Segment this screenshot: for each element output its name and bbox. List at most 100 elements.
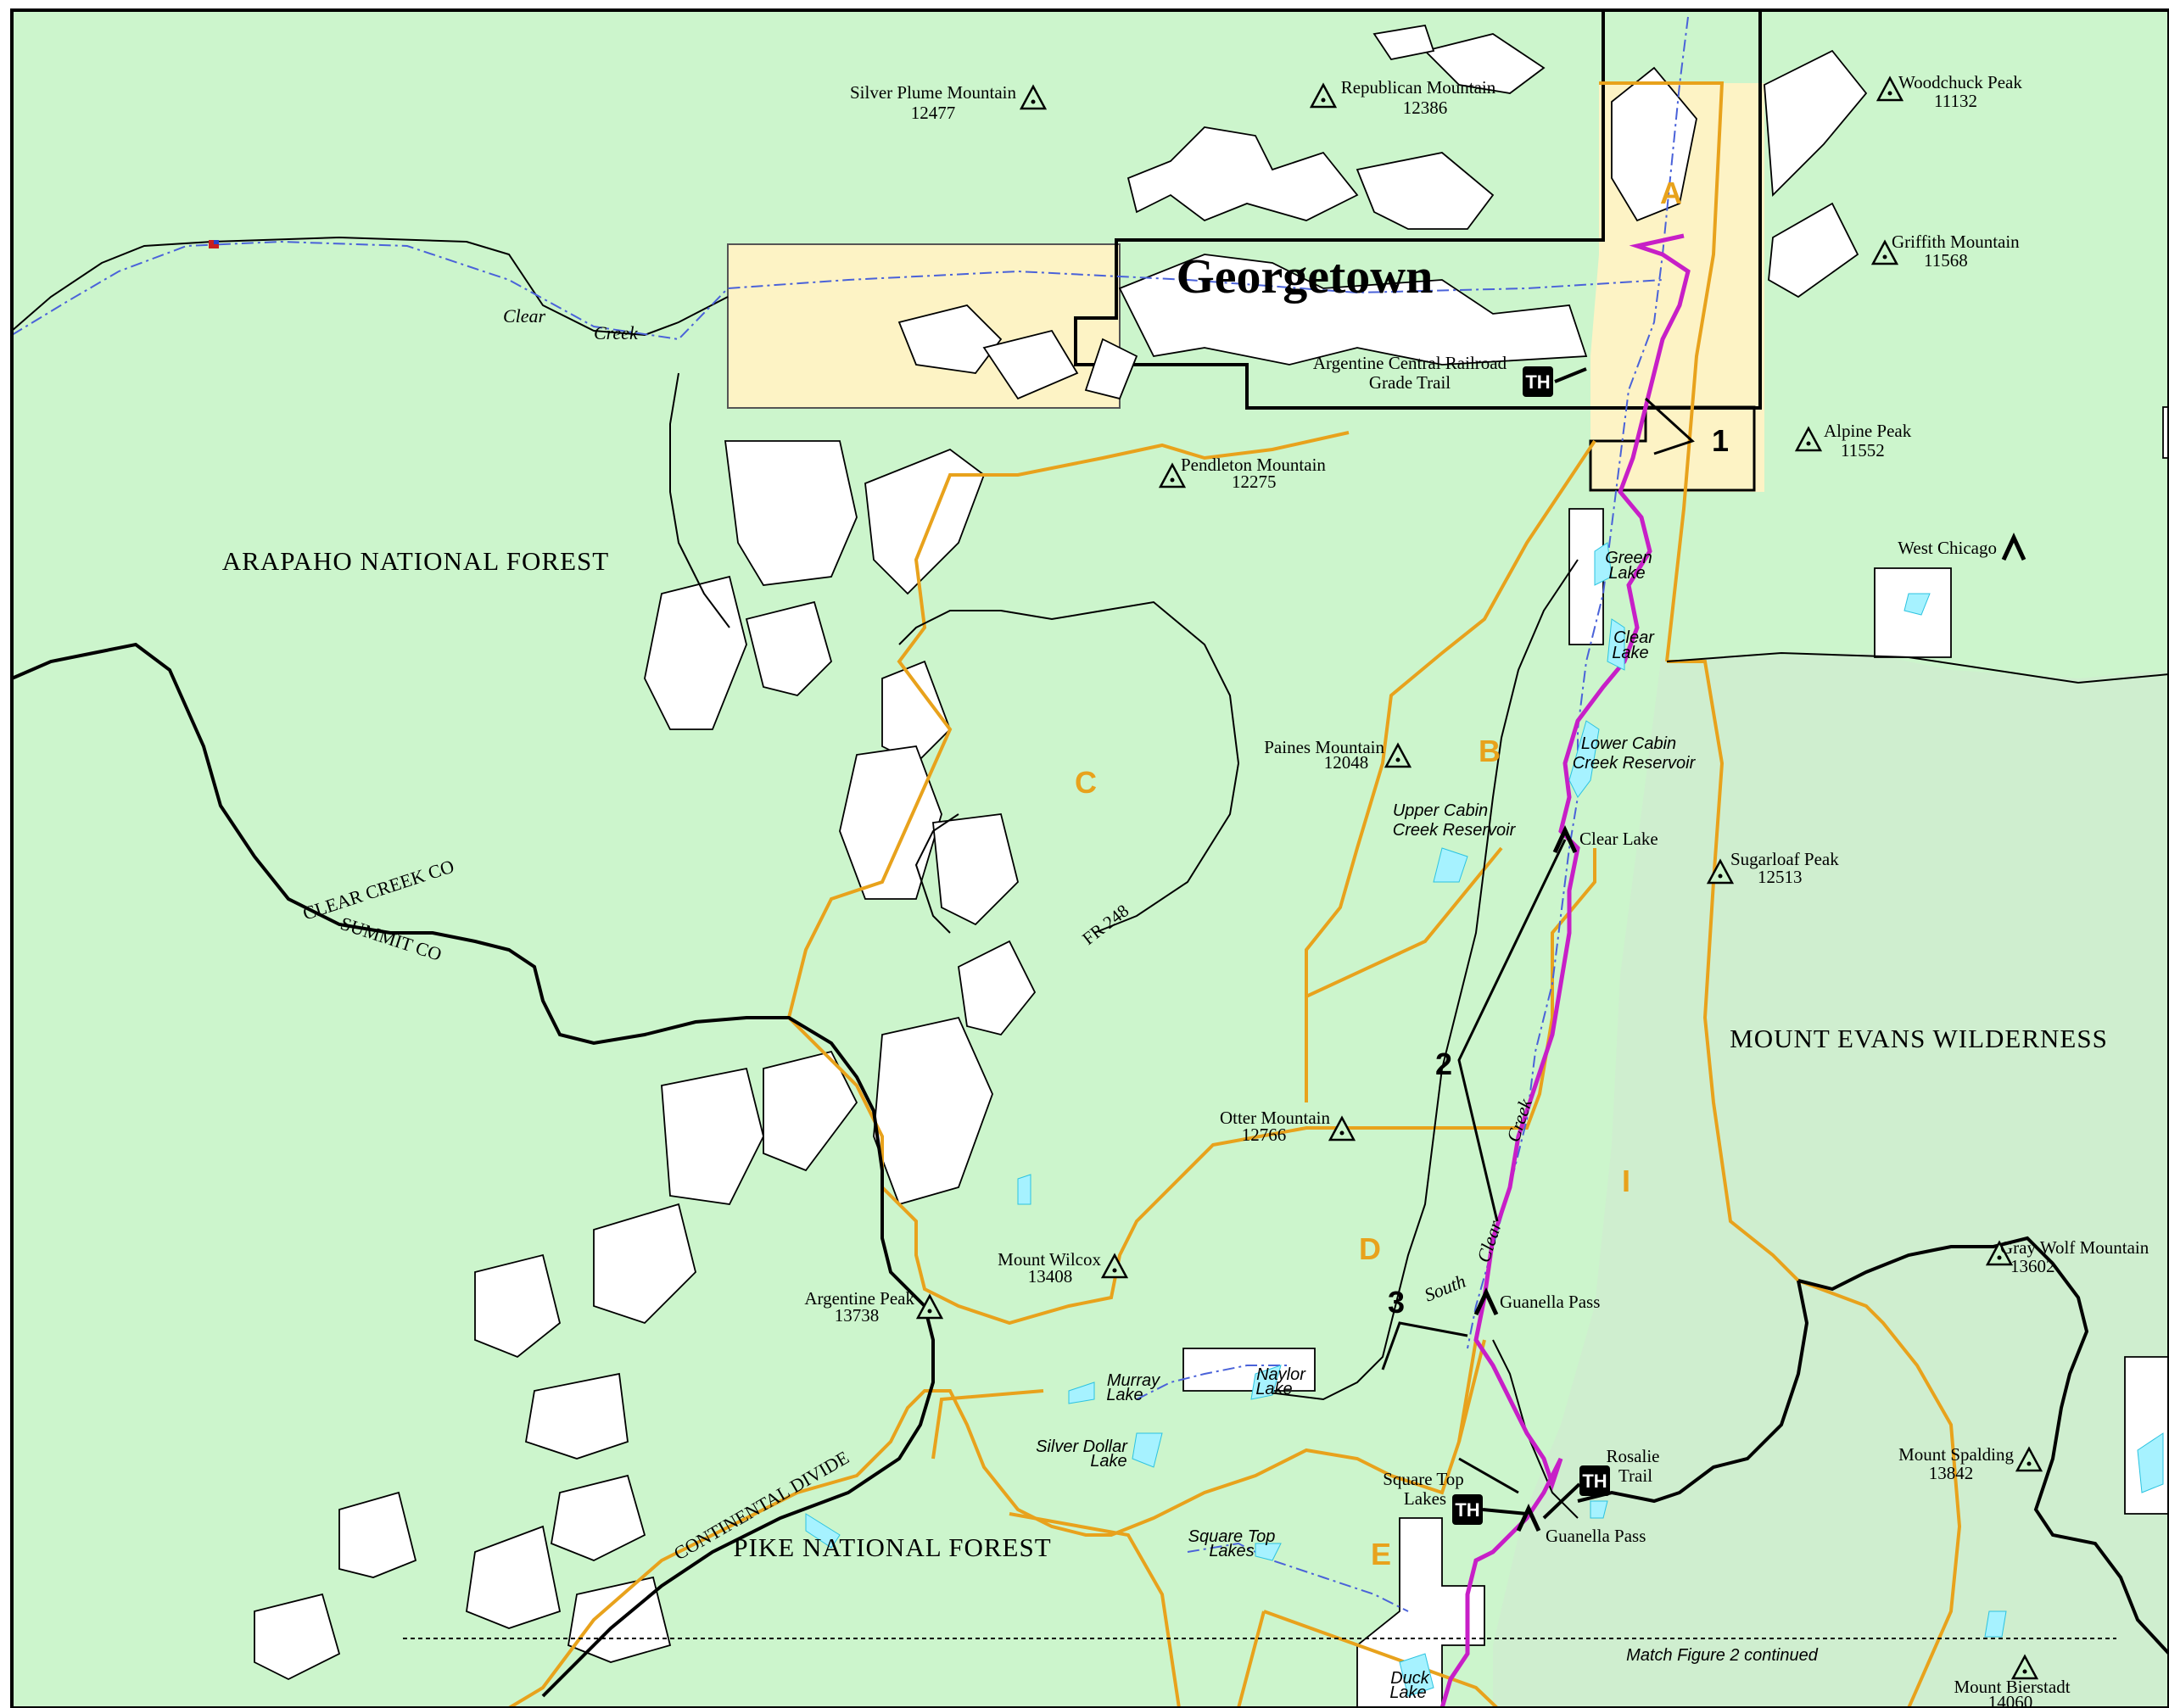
trailhead-label: Rosalie (1607, 1446, 1660, 1466)
peak-symbols (915, 75, 2043, 1680)
peak-icon (1309, 82, 1338, 109)
svg-text:TH: TH (1582, 1471, 1607, 1492)
lake-label: Lake (1608, 564, 1645, 583)
peak-label: Silver Plume Mountain (850, 82, 1016, 103)
campground-label-guanella-pass: Guanella Pass (1500, 1292, 1600, 1312)
callout-3: 3 (1388, 1285, 1405, 1320)
area-letter-i: I (1622, 1164, 1630, 1198)
peak-label: Woodchuck Peak (1898, 72, 2022, 92)
callout-2: 2 (1435, 1047, 1452, 1081)
lake-label: Lake (1389, 1683, 1426, 1702)
lake-label: Murray (1107, 1371, 1160, 1390)
peak-icon (1876, 75, 1904, 102)
peak-label: Alpine Peak (1824, 421, 1912, 441)
peak-label: Mount Spalding (1898, 1444, 2014, 1465)
trailhead-icon (1452, 1494, 1483, 1525)
lake-label: Lake (1612, 644, 1648, 662)
peak-elevation: 11568 (1924, 250, 1968, 271)
parcel-boundary (1589, 405, 1756, 492)
lake-label: Lower Cabin (1581, 734, 1676, 753)
peak-icon (1985, 1240, 2014, 1266)
peak-icon (1100, 1253, 1129, 1279)
trailhead-arrow (1554, 367, 1587, 383)
trailhead-symbols: TH TH TH (1452, 366, 1610, 1525)
peak-label: Argentine Peak (804, 1288, 914, 1309)
peak-label: Republican Mountain (1341, 77, 1496, 98)
peak-icon (1158, 462, 1187, 488)
forest-label-arapaho: ARAPAHO NATIONAL FOREST (222, 546, 609, 576)
creek-label-clear: Clear (503, 305, 546, 327)
peak-label: Griffith Mountain (1892, 232, 2020, 252)
lake-label: Green (1605, 549, 1652, 567)
trailhead-arrow (1482, 1508, 1528, 1515)
callout-leaders (1381, 397, 1695, 1494)
peak-elevation: 13602 (2010, 1256, 2055, 1276)
lake-label: Naylor (1256, 1365, 1306, 1384)
peak-label: Paines Mountain (1264, 737, 1384, 757)
trailhead-label: Grade Trail (1369, 372, 1451, 393)
wilderness-area (1493, 653, 2169, 1708)
campground-symbols (1473, 533, 2026, 1532)
peak-label: Mount Wilcox (998, 1249, 1101, 1270)
campground-label-clear-lake: Clear Lake (1579, 829, 1658, 849)
area-letter-d: D (1359, 1231, 1381, 1266)
forest-label-pike: PIKE NATIONAL FOREST (733, 1532, 1051, 1562)
campground-icon (2001, 533, 2026, 561)
area-letter-a: A (1660, 176, 1682, 210)
lake-label: Lake (1106, 1386, 1143, 1404)
peak-elevation: 13738 (835, 1305, 880, 1326)
wilderness-label: MOUNT EVANS WILDERNESS (1730, 1024, 2108, 1053)
peak-elevation: 12513 (1758, 867, 1803, 887)
campground-label-west-chicago: West Chicago (1898, 538, 1997, 558)
peak-label: Mount Bierstadt (1954, 1677, 2070, 1697)
peak-dots (927, 91, 2032, 1674)
trailhead-arrow (1542, 1482, 1581, 1520)
lakes (805, 542, 2164, 1697)
creeks (11, 16, 1689, 1612)
lake-label: Duck (1390, 1669, 1430, 1688)
lake-label: Upper Cabin (1393, 801, 1488, 820)
peak-elevation: 14060 (1988, 1692, 2033, 1708)
peak-elevation: 12275 (1232, 472, 1277, 492)
flag-icon-canton (214, 240, 219, 244)
peak-icon (2010, 1654, 2039, 1680)
lake-label: Creek Reservoir (1393, 821, 1517, 840)
peak-elevation: 12386 (1403, 98, 1448, 118)
peak-icon (2015, 1446, 2043, 1472)
trailhead-label: Trail (1618, 1465, 1652, 1486)
area-boundaries (507, 81, 1962, 1708)
match-line-label: Match Figure 2 continued (1626, 1646, 1819, 1665)
peak-label: Otter Mountain (1220, 1108, 1331, 1128)
peak-icon (1706, 858, 1735, 885)
trailhead-label: Argentine Central Railroad (1313, 353, 1507, 373)
peak-label: Sugarloaf Peak (1730, 849, 1839, 869)
peak-elevation: 12048 (1324, 752, 1369, 773)
peak-icon (1870, 239, 1899, 265)
campground-icon (1516, 1504, 1541, 1532)
callout-1: 1 (1712, 423, 1729, 458)
private-parcels (254, 24, 2169, 1708)
svg-text:TH: TH (1525, 371, 1550, 393)
peak-elevation: 13842 (1929, 1463, 1974, 1483)
peak-elevation: 13408 (1028, 1266, 1073, 1287)
creek-label-creek: Creek (594, 322, 639, 343)
trailhead-label: Square Top (1383, 1469, 1464, 1489)
peak-icon (1019, 84, 1048, 110)
peak-elevation: 11132 (1934, 91, 1977, 111)
lake-label: Square Top (1188, 1527, 1276, 1546)
trailhead-label: Lakes (1404, 1488, 1446, 1509)
campground-icon (1552, 825, 1578, 854)
map-frame (10, 8, 2169, 1708)
peak-elevation: 12766 (1242, 1125, 1287, 1145)
svg-text:TH: TH (1455, 1499, 1479, 1521)
lake-label: Creek Reservoir (1573, 754, 1697, 773)
lake-label: Silver Dollar (1036, 1437, 1128, 1456)
county-boundary (11, 642, 2169, 1698)
lake-label: Lakes (1209, 1542, 1254, 1560)
peak-label: Gray Wolf Mountain (2000, 1237, 2149, 1258)
area-letter-e: E (1371, 1537, 1391, 1571)
town-boundary (1074, 8, 1762, 410)
trailhead-icon (1579, 1465, 1610, 1496)
